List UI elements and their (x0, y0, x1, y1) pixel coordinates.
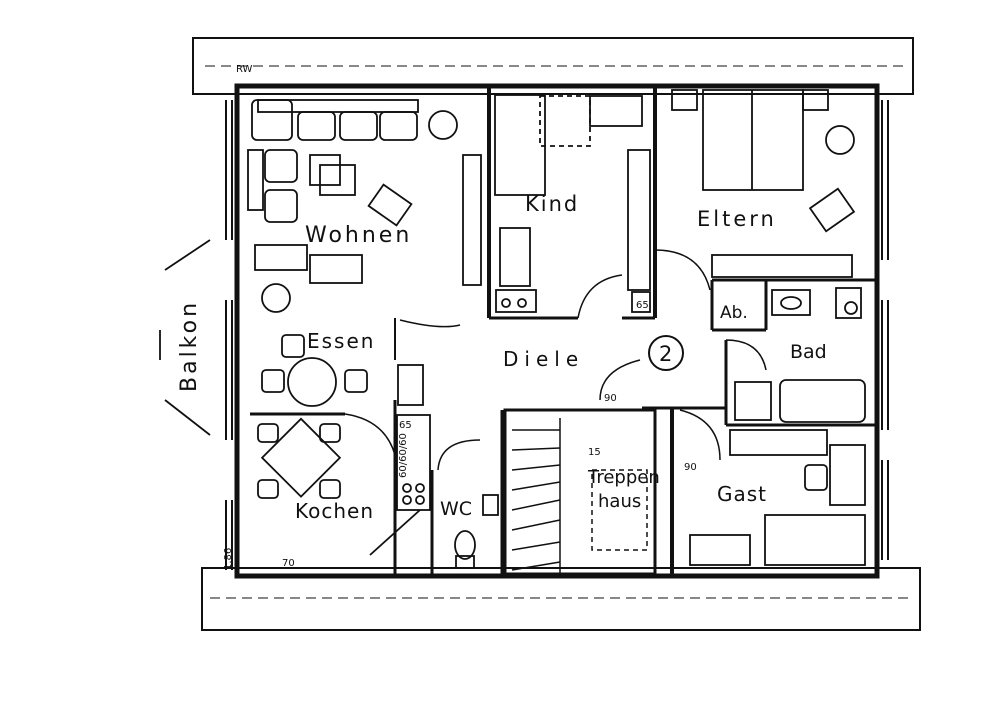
dim-height-186: 1.86 (223, 548, 234, 570)
apartment-number-circle (648, 335, 684, 371)
room-label-gast: Gast (717, 482, 767, 506)
furniture-wc (454, 494, 499, 569)
rw-marker: RW (236, 64, 253, 75)
furniture-wohnen (247, 99, 482, 313)
furniture-kochen (257, 414, 431, 556)
room-label-bad: Bad (790, 341, 827, 363)
apartment-number: 2 (659, 342, 672, 366)
windows-left (225, 100, 233, 570)
dim-door-90-a: 90 (604, 393, 617, 404)
room-label-kind: Kind (525, 192, 579, 216)
room-label-wohnen: Wohnen (305, 223, 412, 248)
stair-well (503, 408, 657, 576)
room-label-wc: WC (440, 498, 472, 520)
room-label-eltern: Eltern (697, 207, 777, 231)
door-swings (344, 249, 767, 471)
room-label-essen: Essen (307, 329, 375, 353)
windows-right (881, 100, 889, 560)
room-label-kochen: Kochen (295, 499, 374, 523)
room-label-diele: Diele (503, 347, 584, 371)
furniture-kind (494, 94, 651, 313)
outer-walls (234, 83, 880, 579)
dim-kitchen: 60/60/60 (398, 433, 409, 478)
room-label-ab: Ab. (720, 303, 748, 323)
furniture-eltern (671, 89, 856, 278)
furniture-gast (689, 429, 866, 566)
roof-band-bottom (201, 567, 921, 631)
room-label-haus: haus (598, 491, 641, 512)
furniture-bad (734, 287, 866, 423)
balkon-bracket (159, 239, 211, 436)
room-label-treppen: Treppen (587, 467, 660, 488)
roof-band-top (192, 37, 914, 95)
room-label-balkon: Balkon (177, 300, 202, 392)
stair-steps-label: 15 (588, 447, 601, 458)
dim-door-90-b: 90 (684, 462, 697, 473)
furniture-essen (261, 334, 424, 407)
dim-door-65-a: 65 (636, 300, 649, 311)
dim-sill-70: 70 (282, 558, 295, 569)
stair-treads (511, 418, 648, 574)
dim-door-65-b: 65 (399, 420, 412, 431)
